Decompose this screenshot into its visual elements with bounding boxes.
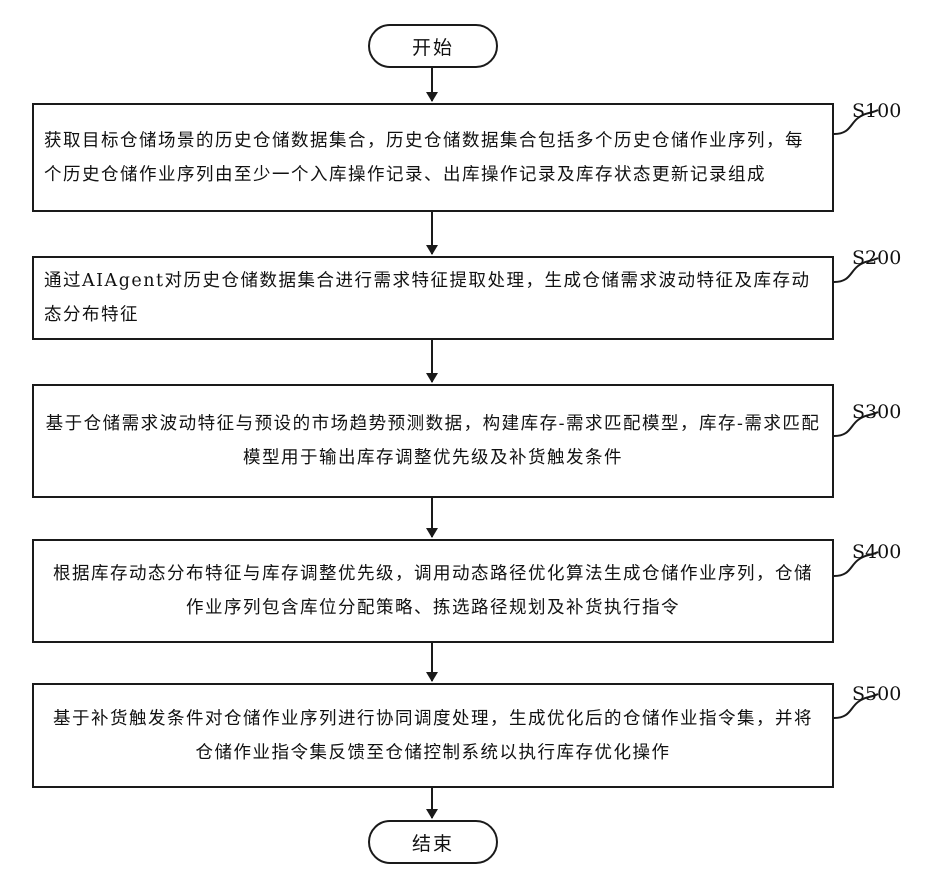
step-label-s100: S100: [852, 100, 901, 122]
step-label-s400: S400: [852, 541, 901, 563]
step-box-s300: 基于仓储需求波动特征与预设的市场趋势预测数据，构建库存-需求匹配模型，库存-需求…: [32, 384, 834, 498]
step-text-s100: 获取目标仓储场景的历史仓储数据集合，历史仓储数据集合包括多个历史仓储作业序列，每…: [44, 124, 822, 192]
start-node: 开始: [368, 24, 498, 68]
step-box-s200: 通过AIAgent对历史仓储数据集合进行需求特征提取处理，生成仓储需求波动特征及…: [32, 256, 834, 340]
start-label: 开始: [412, 33, 454, 60]
step-label-s200: S200: [852, 247, 901, 269]
step-label-s500: S500: [852, 683, 901, 705]
step-box-s100: 获取目标仓储场景的历史仓储数据集合，历史仓储数据集合包括多个历史仓储作业序列，每…: [32, 103, 834, 212]
step-label-s300: S300: [852, 401, 901, 423]
end-label: 结束: [412, 829, 454, 856]
end-node: 结束: [368, 820, 498, 864]
step-text-s200: 通过AIAgent对历史仓储数据集合进行需求特征提取处理，生成仓储需求波动特征及…: [44, 264, 822, 332]
step-text-s300: 基于仓储需求波动特征与预设的市场趋势预测数据，构建库存-需求匹配模型，库存-需求…: [44, 407, 822, 475]
step-text-s500: 基于补货触发条件对仓储作业序列进行协同调度处理，生成优化后的仓储作业指令集，并将…: [44, 702, 822, 770]
step-box-s400: 根据库存动态分布特征与库存调整优先级，调用动态路径优化算法生成仓储作业序列，仓储…: [32, 539, 834, 643]
step-text-s400: 根据库存动态分布特征与库存调整优先级，调用动态路径优化算法生成仓储作业序列，仓储…: [44, 557, 822, 625]
step-box-s500: 基于补货触发条件对仓储作业序列进行协同调度处理，生成优化后的仓储作业指令集，并将…: [32, 683, 834, 788]
